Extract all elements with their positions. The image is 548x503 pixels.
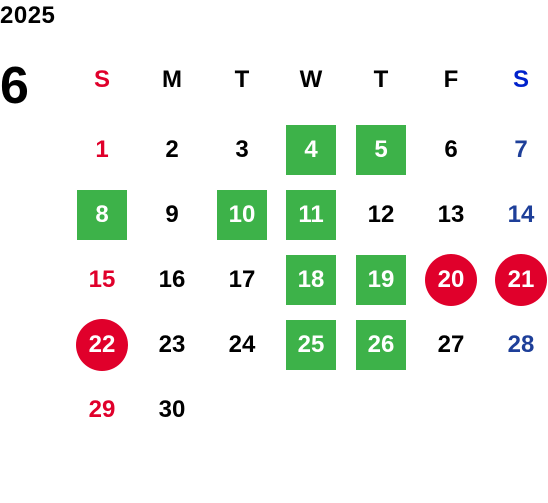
day-cell-8[interactable]: 8 bbox=[77, 190, 127, 240]
day-cell-15[interactable]: 15 bbox=[88, 266, 116, 293]
day-cell-7[interactable]: 7 bbox=[514, 136, 528, 163]
day-cell-30[interactable]: 30 bbox=[158, 396, 186, 423]
day-cell-20[interactable]: 20 bbox=[425, 254, 477, 306]
month-number: 6 bbox=[0, 57, 29, 115]
day-cell-3[interactable]: 3 bbox=[235, 136, 249, 163]
year-label: 2025 bbox=[0, 2, 56, 29]
day-cell-12[interactable]: 12 bbox=[367, 201, 395, 228]
day-cell-14[interactable]: 14 bbox=[507, 201, 535, 228]
day-cell-25[interactable]: 25 bbox=[286, 320, 336, 370]
day-cell-4[interactable]: 4 bbox=[286, 125, 336, 175]
day-cell-21[interactable]: 21 bbox=[495, 254, 547, 306]
weekday-header-wed: W bbox=[299, 66, 323, 93]
day-cell-17[interactable]: 17 bbox=[228, 266, 256, 293]
weekday-header-tue: T bbox=[234, 66, 250, 93]
weekday-header-sat: S bbox=[512, 66, 529, 93]
day-cell-19[interactable]: 19 bbox=[356, 255, 406, 305]
day-cell-13[interactable]: 13 bbox=[437, 201, 465, 228]
weekday-header-sun: S bbox=[93, 66, 110, 93]
day-cell-9[interactable]: 9 bbox=[165, 201, 179, 228]
day-cell-27[interactable]: 27 bbox=[437, 331, 465, 358]
day-cell-23[interactable]: 23 bbox=[158, 331, 186, 358]
weekday-header-thu: T bbox=[373, 66, 389, 93]
weekday-header-mon: M bbox=[162, 66, 182, 93]
day-cell-22[interactable]: 22 bbox=[76, 319, 128, 371]
day-cell-10[interactable]: 10 bbox=[217, 190, 267, 240]
day-cell-2[interactable]: 2 bbox=[165, 136, 179, 163]
day-cell-16[interactable]: 16 bbox=[158, 266, 186, 293]
day-cell-1[interactable]: 1 bbox=[95, 136, 109, 163]
day-cell-28[interactable]: 28 bbox=[507, 331, 535, 358]
day-cell-5[interactable]: 5 bbox=[356, 125, 406, 175]
day-cell-11[interactable]: 11 bbox=[286, 190, 336, 240]
day-cell-6[interactable]: 6 bbox=[444, 136, 458, 163]
day-cell-29[interactable]: 29 bbox=[88, 396, 116, 423]
day-cell-18[interactable]: 18 bbox=[286, 255, 336, 305]
day-cell-26[interactable]: 26 bbox=[356, 320, 406, 370]
weekday-header-fri: F bbox=[443, 66, 459, 93]
day-cell-24[interactable]: 24 bbox=[228, 331, 256, 358]
